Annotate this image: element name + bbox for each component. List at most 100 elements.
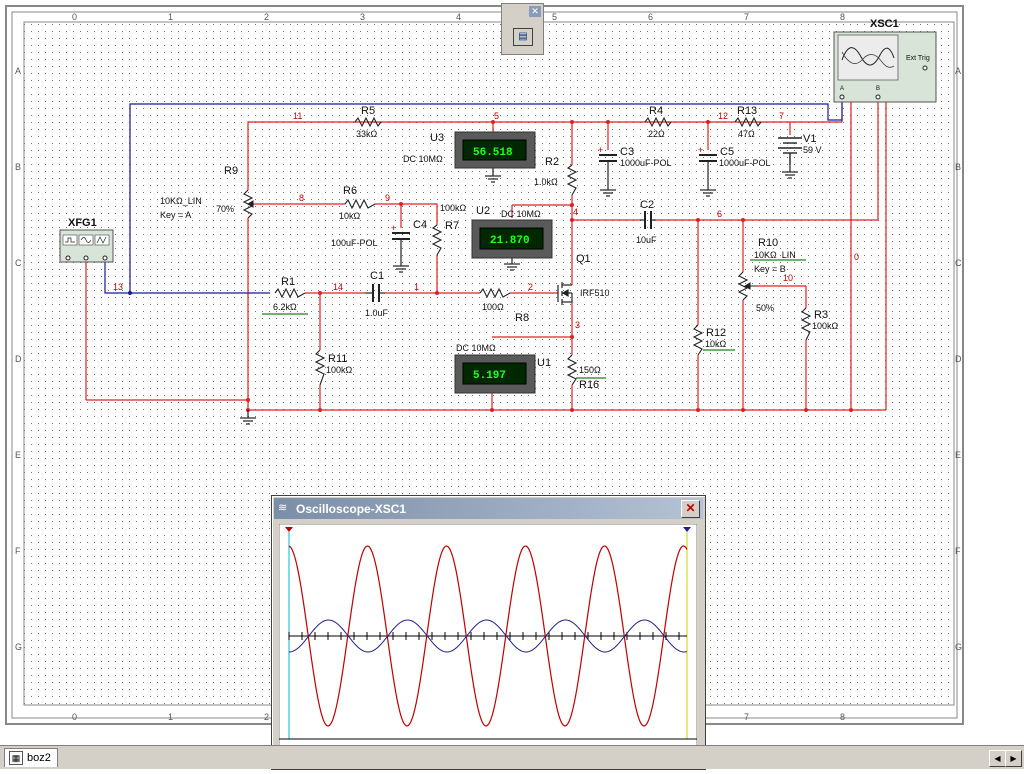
scroll-right-button[interactable]: ▶ [1005,750,1022,767]
column-label: 5 [552,12,557,22]
multimeter-u3[interactable] [454,131,536,169]
channel-b-trace [288,619,688,653]
value-c4: 100uF-POL [331,238,378,248]
floating-toolbar[interactable]: ✕ ▤ [501,3,544,55]
row-label: G [15,642,22,652]
resistor-r1[interactable] [274,287,306,299]
sheet-tab-bar: ▦ boz2 ◀ ▶ [0,745,1024,769]
row-label: E [955,450,961,460]
value-r6: 10kΩ [339,211,361,221]
row-label: F [15,546,21,556]
node-12: 12 [718,111,728,121]
multimeter-u2[interactable] [471,219,553,259]
label-q1: Q1 [576,253,591,265]
resistor-r3[interactable] [800,307,812,341]
resistor-r5[interactable] [354,116,382,128]
function-generator-xfg1[interactable] [59,229,114,263]
cursor-2-marker-icon[interactable] [683,527,691,532]
resistor-r6[interactable] [344,198,376,210]
value-c1: 1.0uF [365,308,389,318]
scroll-left-button[interactable]: ◀ [989,750,1006,767]
label-c2: C2 [640,199,654,211]
label-u2: U2 [476,205,490,217]
row-label: D [955,354,962,364]
node-6: 6 [717,209,722,219]
oscilloscope-titlebar[interactable]: ≋ Oscilloscope-XSC1 ✕ [274,498,703,519]
row-label: B [955,162,961,172]
resistor-r13[interactable] [734,116,762,128]
label-c5: C5 [720,146,734,158]
xsc1-terminal-b: B [876,86,880,92]
label-xsc1: XSC1 [870,18,899,30]
u3-reading: 56.518 [473,147,513,159]
resistor-r12[interactable] [692,324,704,356]
label-v1: V1 [803,133,816,145]
sheet-tab-label: boz2 [27,752,51,764]
column-label: 1 [168,12,173,22]
label-r7: R7 [445,220,459,232]
mosfet-q1[interactable] [557,282,573,305]
toolbar-close-button[interactable]: ✕ [529,6,541,17]
junction-blue [128,291,132,295]
row-label: A [15,66,21,76]
key-r10: Key = B [754,264,786,274]
node-7: 7 [779,111,784,121]
battery-v1[interactable] [778,137,802,165]
label-r4: R4 [649,105,663,117]
oscilloscope-xsc1[interactable] [833,31,937,103]
node-2: 2 [528,282,533,292]
value-r2: 1.0kΩ [534,177,558,187]
sheet-tab[interactable]: ▦ boz2 [4,748,58,767]
mode-u3: DC 10MΩ [403,154,443,164]
label-r1: R1 [281,276,295,288]
node-5: 5 [494,111,499,121]
wires-blue[interactable] [104,100,843,294]
label-r13: R13 [737,105,757,117]
close-button[interactable]: ✕ [681,500,700,518]
instrument-icon[interactable]: ▤ [513,28,533,46]
xsc1-ext-trig: Ext Trig [906,55,930,62]
label-r6: R6 [343,185,357,197]
schematic-icon: ▦ [9,751,23,765]
percent-r9: 70% [216,204,234,214]
resistor-r4[interactable] [644,116,672,128]
node-10: 10 [783,273,793,283]
label-r8: R8 [515,312,529,324]
node-3: 3 [575,320,580,330]
value-v1: 59 V [803,145,822,155]
value-r4: 22Ω [648,129,665,139]
channel-a-trace [288,545,688,727]
oscilloscope-screen[interactable] [278,523,698,770]
value-r16: 150Ω [579,365,601,375]
resistor-r16[interactable] [566,354,578,386]
value-r7: 100kΩ [440,203,467,213]
potentiometer-r10[interactable] [737,271,749,301]
resistor-r7[interactable] [431,224,443,256]
row-label: B [15,162,21,172]
cursor-1-marker-icon[interactable] [285,527,293,532]
value-q1: IRF510 [580,288,610,298]
column-label: 7 [744,12,749,22]
svg-text:+: + [598,145,603,155]
oscilloscope-window[interactable]: ≋ Oscilloscope-XSC1 ✕ [271,495,706,770]
wires-red[interactable] [85,100,887,411]
value-r8: 100Ω [482,302,504,312]
value-r9: 10KΩ_LIN [160,196,202,206]
multimeter-u1[interactable] [454,354,536,394]
label-underlines [262,259,806,379]
row-label: G [955,642,962,652]
resistor-r11[interactable] [314,349,326,386]
mode-u2: DC 10MΩ [501,209,541,219]
value-c5: 1000uF-POL [719,158,771,168]
label-r2: R2 [545,156,559,168]
column-label: 3 [360,12,365,22]
resistor-r2[interactable] [566,164,578,196]
xsc1-terminal-a: A [840,86,844,92]
resistor-r8[interactable] [479,287,511,299]
value-r11: 100kΩ [326,365,353,375]
node-4: 4 [573,207,578,217]
oscilloscope-title: Oscilloscope-XSC1 [296,501,407,516]
label-r3: R3 [814,309,828,321]
